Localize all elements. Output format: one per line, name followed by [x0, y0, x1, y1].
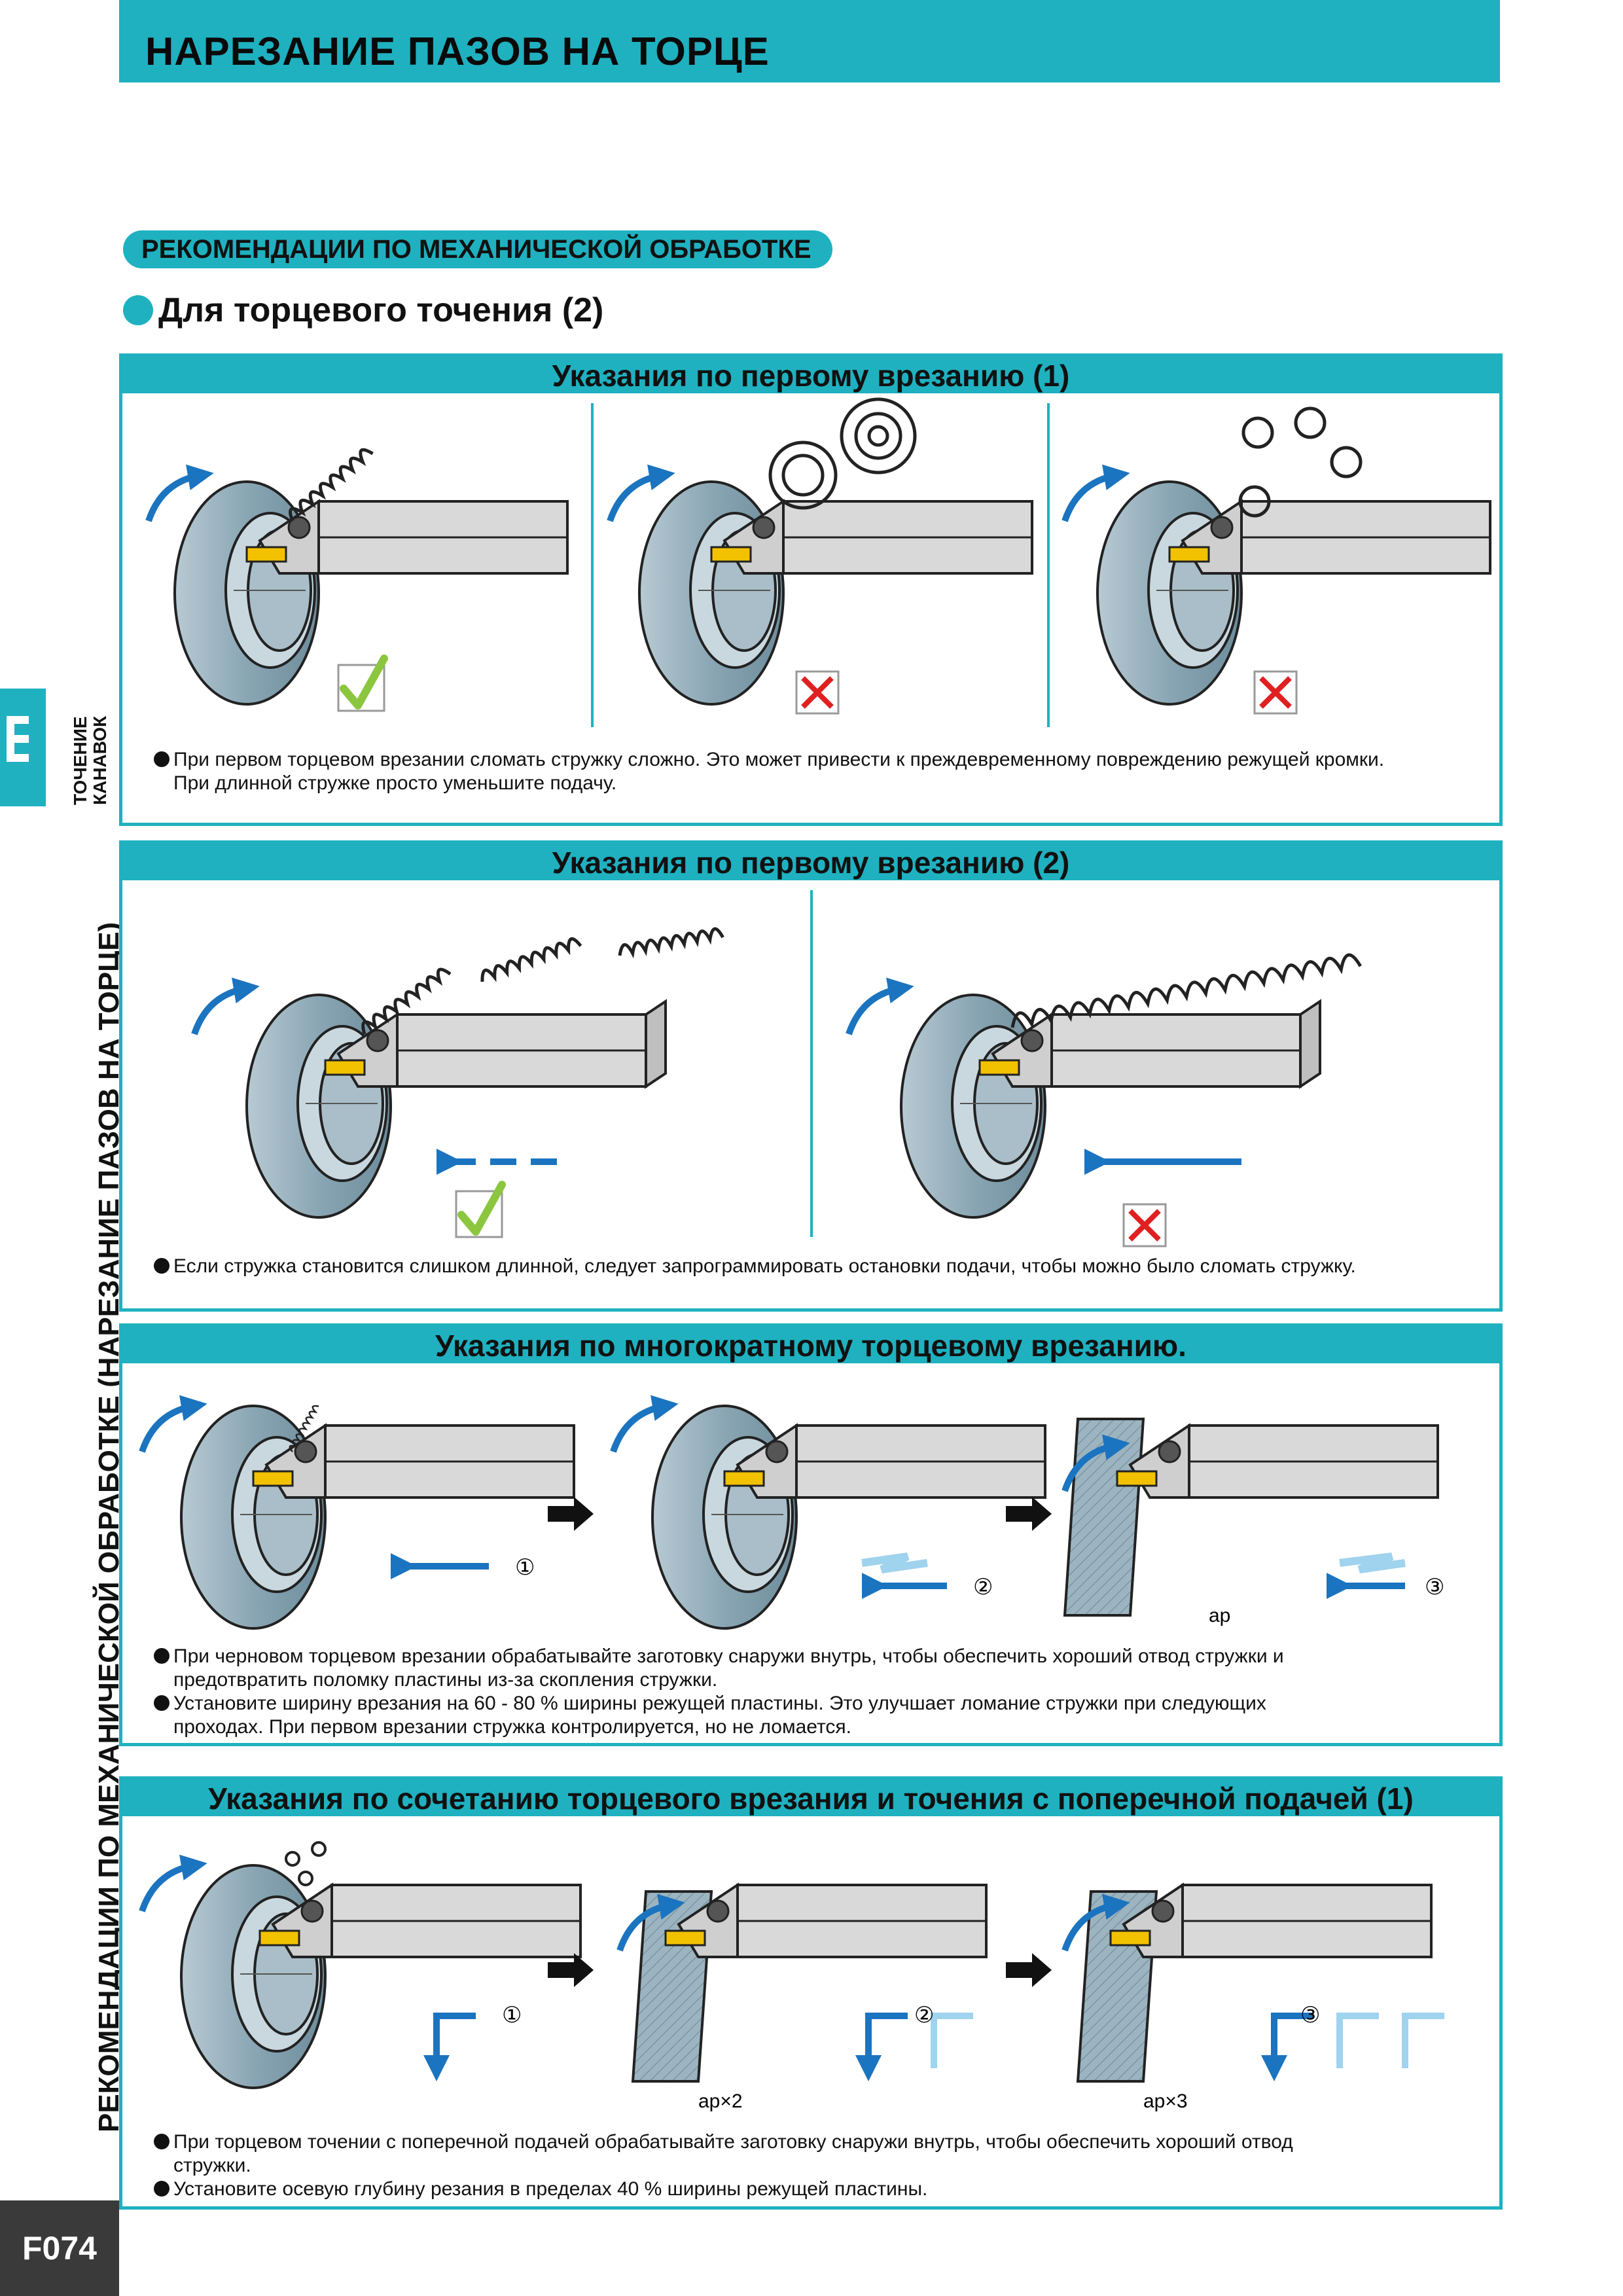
- ok-check-icon: [338, 658, 384, 711]
- panel-multiple-face-cut: Указания по многократному торцевому врез…: [119, 1323, 1503, 1746]
- note-1: При первом торцевом врезании сломать стр…: [173, 749, 1385, 770]
- bad-cross-icon: [796, 672, 838, 713]
- first-cut-1-illustrations: [122, 397, 1491, 727]
- tab-line-1: ТОЧЕНИЕ: [70, 716, 90, 805]
- bad-cross-icon: [1124, 1204, 1166, 1246]
- note-2: предотвратить поломку пластины из-за ско…: [173, 1669, 718, 1691]
- step-label-1: ①: [502, 2003, 522, 2028]
- note-2: При длинной стружке просто уменьшите под…: [173, 772, 617, 794]
- multiple-face-cut-illustrations: ① ② ap ③: [122, 1367, 1444, 1630]
- next-step-arrow-icon: [548, 1497, 594, 1531]
- panel-title: Указания по многократному торцевому врез…: [122, 1327, 1499, 1363]
- step-label-2: ②: [914, 2003, 934, 2028]
- face-and-cross-feed-illustrations: ① ② ap×2 ③ ap×3: [122, 1841, 1444, 2112]
- step-label-3: ③: [1425, 1575, 1444, 1600]
- panel-face-and-cross-feed: Указания по сочетанию торцевого врезания…: [119, 1776, 1503, 2210]
- step-label-1: ①: [515, 1555, 535, 1580]
- page-number: F074: [0, 2200, 119, 2296]
- depth-label: ap: [1209, 1605, 1230, 1626]
- panel-title: Указания по первому врезанию (1): [122, 357, 1499, 393]
- bullet-dot-icon: [123, 295, 153, 325]
- note-1: Если стружка становится слишком длинной,…: [173, 1255, 1356, 1277]
- page-header: НАРЕЗАНИЕ ПАЗОВ НА ТОРЦЕ: [119, 0, 1500, 82]
- chapter-e-icon: [7, 716, 29, 762]
- note-3: Установите ширину врезания на 60 - 80 % …: [173, 1693, 1266, 1714]
- panel-first-cut-1: Указания по первому врезанию (1) При пер…: [119, 353, 1503, 826]
- note-3: Установите осевую глубину резания в пред…: [173, 2178, 928, 2200]
- first-cut-2-illustrations: [122, 890, 1362, 1250]
- tab-line-2: КАНАВОК: [90, 715, 110, 805]
- next-step-arrow-icon: [1006, 1953, 1052, 1987]
- note-1: При черновом торцевом врезании обрабатыв…: [173, 1645, 1284, 1667]
- subsection-title: Для торцевого точения (2): [158, 291, 604, 329]
- next-step-arrow-icon: [1006, 1497, 1052, 1531]
- section-pill: РЕКОМЕНДАЦИИ ПО МЕХАНИЧЕСКОЙ ОБРАБОТКЕ: [123, 230, 832, 268]
- note-1: При торцевом точении с поперечной подаче…: [173, 2131, 1293, 2153]
- bad-cross-icon: [1255, 672, 1296, 713]
- depth-label-x2: ap×2: [698, 2090, 743, 2112]
- step-label-2: ②: [973, 1575, 993, 1600]
- panel-title: Указания по сочетанию торцевого врезания…: [122, 1780, 1499, 1816]
- panel-title: Указания по первому врезанию (2): [122, 844, 1499, 880]
- panel-notes: Если стружка становится слишком длинной,…: [154, 1255, 1356, 1278]
- panel-notes: При торцевом точении с поперечной подаче…: [154, 2130, 1293, 2201]
- subsection-heading: Для торцевого точения (2): [123, 291, 603, 330]
- ok-check-icon: [456, 1185, 502, 1237]
- page-title: НАРЕЗАНИЕ ПАЗОВ НА ТОРЦЕ: [145, 29, 770, 73]
- panel-notes: При черновом торцевом врезании обрабатыв…: [154, 1645, 1284, 1739]
- depth-label-x3: ap×3: [1143, 2090, 1188, 2112]
- section-pill-label: РЕКОМЕНДАЦИИ ПО МЕХАНИЧЕСКОЙ ОБРАБОТКЕ: [141, 234, 812, 264]
- panel-notes: При первом торцевом врезании сломать стр…: [154, 748, 1384, 795]
- note-4: проходах. При первом врезании стружка ко…: [173, 1716, 851, 1738]
- note-2: стружки.: [173, 2155, 251, 2176]
- chapter-tab-label: ТОЧЕНИЕ КАНАВОК: [70, 715, 110, 805]
- panel-first-cut-2: Указания по первому врезанию (2) Если ст…: [119, 840, 1503, 1312]
- step-label-3: ③: [1300, 2003, 1320, 2028]
